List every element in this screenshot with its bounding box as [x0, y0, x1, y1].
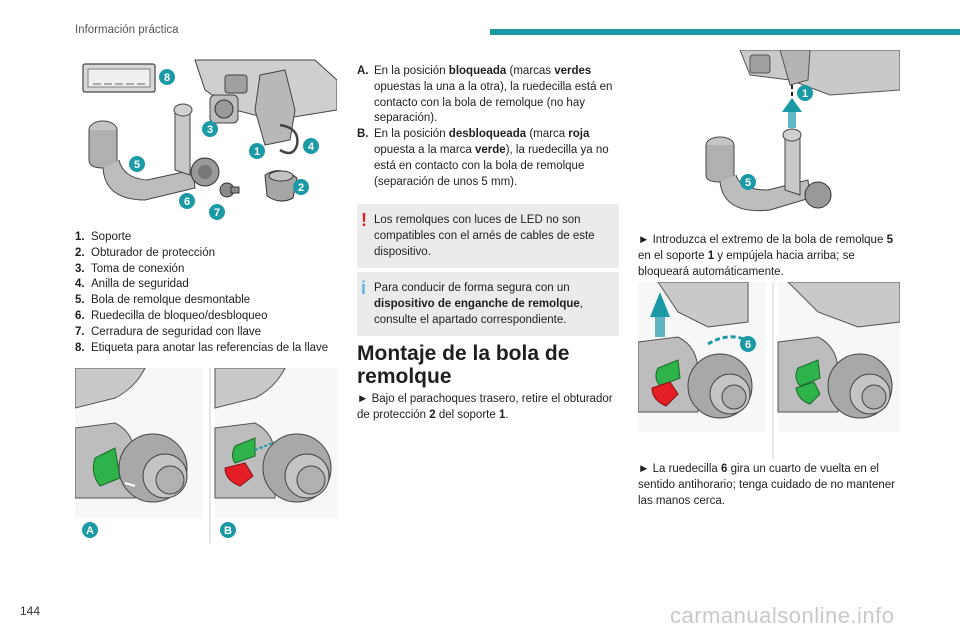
legend-item: 4.Anilla de seguridad [75, 278, 189, 291]
callout-3: 3 [202, 121, 218, 137]
info-icon: i [361, 278, 367, 298]
warning-icon: ! [361, 210, 367, 230]
removable-tow-ball [88, 103, 196, 201]
callout-6: 6 [179, 193, 195, 209]
callout-6: 6 [740, 336, 756, 352]
callout-5: 5 [740, 174, 756, 190]
svg-text:4: 4 [308, 141, 315, 153]
figure-rotation-left: 6 [638, 282, 766, 432]
callout-1: 1 [797, 85, 813, 101]
security-lock-key [219, 182, 240, 198]
step-3: ► La ruedecilla 6 gira un cuarto de vuel… [638, 463, 896, 507]
legend-item: 3.Toma de conexión [75, 262, 185, 275]
position-descriptions: A. En la posición bloqueada (marcas verd… [357, 64, 619, 190]
lock-unlock-wheel [190, 157, 220, 187]
header-accent-bar [490, 29, 960, 35]
svg-text:1: 1 [802, 88, 808, 100]
callout-5: 5 [129, 156, 145, 172]
svg-text:5: 5 [745, 177, 751, 189]
watermark: carmanualsonline.info [670, 603, 895, 628]
callout-7: 7 [209, 204, 225, 220]
figure-wheel-rotation: 6 [638, 282, 900, 458]
legend-item: 5.Bola de remolque desmontable [75, 294, 251, 307]
figure-rotation-right [777, 282, 900, 432]
label-a: A [82, 522, 98, 538]
section-heading: Montaje de la bola de remolque [357, 342, 570, 388]
svg-text:5: 5 [134, 159, 140, 171]
section-title: Información práctica [75, 24, 179, 36]
label-b: B [220, 522, 236, 538]
callout-2: 2 [293, 179, 309, 195]
legend-item: 7.Cerradura de seguridad con llave [75, 325, 262, 338]
svg-text:1: 1 [254, 146, 260, 158]
callout-4: 4 [303, 138, 319, 154]
page-number: 144 [20, 604, 41, 618]
figure-a-locked [75, 368, 203, 518]
figure-wheel-positions: A B [75, 368, 337, 544]
legend-item: 2.Obturador de protección [75, 246, 216, 259]
legend-item: 1.Soporte [75, 231, 132, 243]
step-1: ► Bajo el parachoques trasero, retire el… [357, 393, 613, 421]
warning-note: ! Los remolques con luces de LED no son … [357, 204, 619, 268]
step-2: ► Introduzca el extremo de la bola de re… [638, 234, 893, 278]
svg-text:8: 8 [164, 72, 170, 84]
up-arrow-icon [650, 292, 670, 317]
figure-tow-hitch-components: 8 3 1 4 5 2 6 7 [75, 50, 337, 220]
up-arrow-icon [782, 98, 802, 112]
svg-text:3: 3 [207, 124, 213, 136]
legend-item: 6.Ruedecilla de bloqueo/desbloqueo [75, 309, 268, 322]
svg-text:2: 2 [298, 182, 304, 194]
protection-cap [264, 170, 298, 202]
svg-text:6: 6 [184, 196, 190, 208]
callout-8: 8 [159, 69, 175, 85]
key-label-tag [82, 63, 156, 93]
svg-text:7: 7 [214, 207, 220, 219]
figure-b-unlocked [214, 368, 337, 518]
safety-ring [279, 123, 299, 155]
callout-1: 1 [249, 143, 265, 159]
info-note: i Para conducir de forma segura con un d… [357, 272, 619, 336]
figure-insert-tow-ball: 1 5 [690, 50, 900, 220]
position-b: B. En la posición desbloqueada (marca ro… [357, 128, 609, 188]
parts-legend: 1.Soporte 2.Obturador de protección 3.To… [75, 230, 350, 356]
legend-item: 8.Etiqueta para anotar las referencias d… [75, 341, 329, 354]
connection-socket [209, 94, 239, 124]
svg-text:A: A [86, 525, 94, 537]
svg-text:B: B [224, 525, 232, 537]
position-a: A. En la posición bloqueada (marcas verd… [357, 65, 613, 125]
svg-text:6: 6 [745, 339, 751, 351]
